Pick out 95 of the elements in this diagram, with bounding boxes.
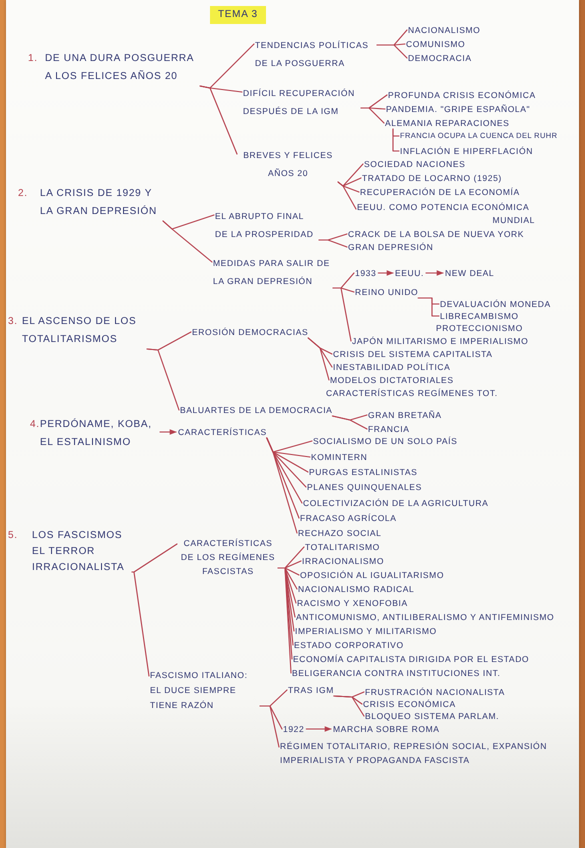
- arrow: [306, 726, 332, 732]
- branch-heading: RÉGIMEN TOTALITARIO, REPRESIÓN SOCIAL, EXPANSIÓN IMPERIALISTA Y PROPAGANDA FASCISTA: [280, 739, 570, 767]
- list-item: NEW DEAL: [445, 267, 494, 279]
- arrow: [425, 270, 444, 276]
- section-heading: LOS FASCISMOS EL TERROR IRRACIONALISTA: [32, 529, 126, 575]
- list-item: DEMOCRACIA: [408, 52, 472, 64]
- branch-heading: BREVES Y FELICES AÑOS 20: [238, 146, 338, 182]
- list-item: SOCIALISMO DE UN SOLO PAÍS: [313, 435, 458, 447]
- list-item: BELIGERANCIA CONTRA INSTITUCIONES INT.: [292, 667, 500, 679]
- list-item: ANTICOMUNISMO, ANTILIBERALISMO Y ANTIFEMINISMO: [296, 611, 554, 623]
- list-item: TRAS IGM: [288, 684, 334, 696]
- list-item: CRISIS DEL SISTEMA CAPITALISTA: [333, 348, 493, 360]
- list-item: ECONOMÍA CAPITALISTA DIRIGIDA POR EL ESTADO: [293, 653, 530, 665]
- branch-line: [131, 543, 178, 573]
- list-item: PLANES QUINQUENALES: [307, 481, 422, 493]
- section-heading: LA CRISIS DE 1929 Y LA GRAN DEPRESIÓN: [40, 187, 158, 219]
- list-item: REINO UNIDO: [355, 286, 418, 298]
- section-number: 2.: [18, 187, 29, 201]
- list-item: 1922: [283, 723, 304, 735]
- list-item: CRACK DE LA BOLSA DE NUEVA YORK: [348, 228, 524, 240]
- list-item: MARCHA SOBRE ROMA: [333, 723, 440, 735]
- branch-line: [376, 44, 408, 59]
- branch-line: [308, 337, 330, 381]
- list-item: FRACASO AGRÍCOLA: [300, 512, 397, 524]
- list-item: RECHAZO SOCIAL: [298, 527, 382, 539]
- branch-line: [360, 107, 385, 124]
- section-heading: EL ASCENSO DE LOS TOTALITARISMOS: [22, 315, 138, 347]
- list-item: LIBRECAMBISMO: [440, 310, 519, 322]
- list-item: GRAN BRETAÑA: [368, 409, 442, 421]
- branch-heading: BALUARTES DE LA DEMOCRACIA: [180, 404, 332, 416]
- branch-heading: EL ABRUPTO FINAL DE LA PROSPERIDAD: [215, 207, 319, 243]
- branch-line: [131, 571, 150, 677]
- branch-line: [337, 181, 357, 210]
- list-item: PANDEMIA. "GRIPE ESPAÑOLA": [386, 103, 530, 115]
- list-item: 1933: [355, 267, 376, 279]
- list-item: JAPÓN MILITARISMO E IMPERIALISMO: [352, 335, 528, 347]
- list-item: BLOQUEO SISTEMA PARLAM.: [365, 710, 500, 722]
- branch-heading: CARACTERÍSTICAS: [178, 426, 267, 438]
- branch-heading: CARACTERÍSTICAS DE LOS REGÍMENES FASCISTAS: [178, 536, 278, 578]
- branch-line: [146, 348, 180, 411]
- list-item: CRISIS ECONÓMICA: [363, 698, 456, 710]
- section-number: 4.: [30, 418, 40, 432]
- list-item: TRATADO DE LOCARNO (1925): [362, 172, 502, 184]
- list-item: RACISMO Y XENOFOBIA: [297, 597, 408, 609]
- branch-heading: EROSIÓN DEMOCRACIAS: [192, 326, 308, 338]
- section-heading: DE UNA DURA POSGUERRA A LOS FELICES AÑOS 20: [45, 52, 195, 84]
- branch-line: [162, 220, 213, 263]
- branch-subtitle: EL DUCE SIEMPRE TIENE RAZÓN: [150, 684, 238, 712]
- section-number: 3.: [8, 315, 19, 329]
- section-number: 5.: [8, 529, 19, 543]
- bracket-line: [392, 128, 400, 152]
- list-item: IRRACIONALISMO: [302, 555, 384, 567]
- list-item: DEVALUACIÓN MONEDA: [440, 298, 551, 310]
- list-item: PURGAS ESTALINISTAS: [309, 466, 418, 478]
- branch-heading: EEUU. COMO POTENCIA ECONÓMICA MUNDIAL: [357, 201, 535, 227]
- arrow: [378, 270, 394, 276]
- list-item: RECUPERACIÓN DE LA ECONOMÍA: [360, 186, 520, 198]
- list-item: OPOSICIÓN AL IGUALITARISMO: [300, 569, 444, 581]
- branch-line: [199, 85, 238, 155]
- list-item: PROFUNDA CRISIS ECONÓMICA: [388, 89, 536, 101]
- branch-line: [318, 239, 348, 248]
- list-item: FRUSTRACIÓN NACIONALISTA: [365, 686, 505, 698]
- list-item: GRAN DEPRESIÓN: [348, 241, 434, 253]
- section-heading: PERDÓNAME, KOBA, EL ESTALINISMO: [40, 417, 153, 450]
- list-item: INFLACIÓN E HIPERFLACIÓN: [400, 145, 533, 157]
- branch-line: [266, 437, 298, 534]
- bracket-line: [418, 297, 440, 317]
- branch-heading: TENDENCIAS POLÍTICAS DE LA POSGUERRA: [255, 36, 377, 72]
- branch-line: [332, 415, 368, 430]
- branch-line: [332, 287, 352, 342]
- list-item: KOMINTERN: [311, 451, 368, 463]
- list-item: NACIONALISMO RADICAL: [298, 583, 414, 595]
- branch-heading: FASCISMO ITALIANO:: [150, 669, 249, 682]
- list-item: IMPERIALISMO Y MILITARISMO: [295, 625, 437, 637]
- branch-heading: DIFÍCIL RECUPERACIÓN DESPUÉS DE LA IGM: [243, 84, 361, 120]
- topic-title: TEMA 3: [210, 6, 266, 24]
- list-item: EEUU.: [395, 267, 424, 279]
- branch-line: [277, 567, 292, 674]
- branch-line: [333, 695, 365, 717]
- list-item: FRANCIA: [368, 423, 410, 435]
- branch-heading: MEDIDAS PARA SALIR DE LA GRAN DEPRESIÓN: [213, 254, 333, 290]
- list-item: PROTECCIONISMO: [436, 322, 523, 334]
- list-item: CARACTERÍSTICAS REGÍMENES TOT.: [326, 387, 498, 399]
- list-item: COLECTIVIZACIÓN DE LA AGRICULTURA: [303, 497, 488, 509]
- list-item: COMUNISMO: [406, 38, 466, 50]
- list-item: INESTABILIDAD POLÍTICA: [333, 361, 450, 373]
- list-item: MODELOS DICTATORIALES: [330, 374, 454, 386]
- list-item: ESTADO CORPORATIVO: [294, 639, 404, 651]
- list-item: NACIONALISMO: [408, 24, 480, 36]
- section-number: 1.: [28, 52, 39, 66]
- list-item: ALEMANIA REPARACIONES: [385, 117, 510, 129]
- list-item: SOCIEDAD NACIONES: [364, 158, 466, 170]
- list-item: TOTALITARISMO: [305, 541, 380, 553]
- branch-line: [259, 705, 280, 748]
- arrow: [159, 429, 177, 435]
